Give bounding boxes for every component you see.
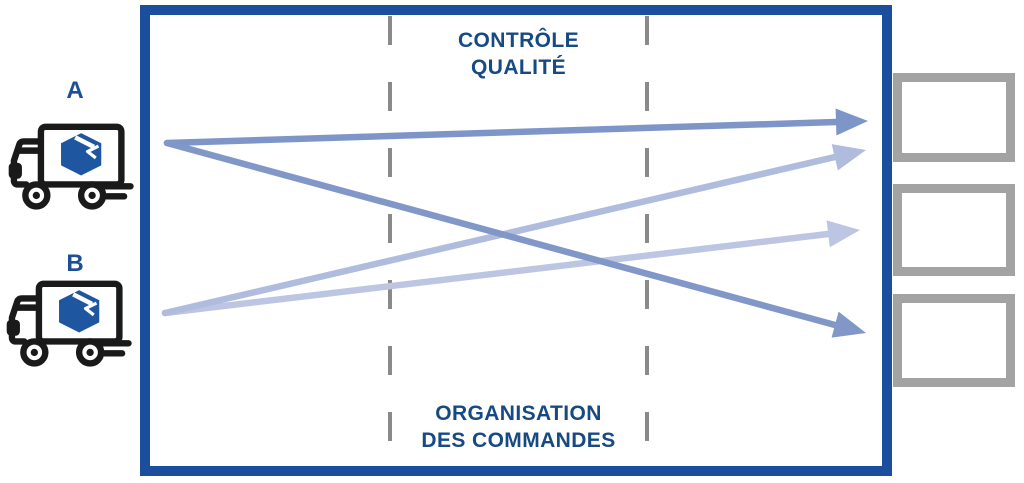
order-organisation-zone-label: ORGANISATION DES COMMANDES bbox=[390, 400, 647, 454]
source-b-label: B bbox=[66, 250, 84, 277]
source-a-label: A bbox=[66, 77, 84, 104]
flow-line bbox=[161, 230, 832, 317]
arrowhead-icon bbox=[831, 311, 866, 338]
zone-label-line: DES COMMANDES bbox=[421, 429, 616, 452]
warehouse-zone-border bbox=[140, 5, 892, 476]
arrowhead-icon bbox=[835, 108, 868, 136]
zone-label-line: ORGANISATION bbox=[435, 402, 602, 425]
arrowhead-icon bbox=[831, 144, 866, 171]
flow-arrow-a-to-slot3 bbox=[163, 139, 866, 338]
flow-line bbox=[163, 139, 839, 329]
flow-arrow-b-to-slot2 bbox=[161, 220, 860, 317]
output-slot-2 bbox=[893, 184, 1015, 276]
arrowhead-icon bbox=[826, 220, 860, 248]
quality-control-zone-label: CONTRÔLE QUALITÉ bbox=[390, 27, 647, 81]
output-slot-1 bbox=[893, 73, 1015, 162]
output-slot-3 bbox=[893, 294, 1015, 387]
flow-line bbox=[163, 118, 840, 147]
zone-label-line: QUALITÉ bbox=[471, 56, 566, 79]
flow-arrow-a-to-slot1 bbox=[163, 108, 868, 147]
zone-label-line: CONTRÔLE bbox=[457, 29, 580, 52]
